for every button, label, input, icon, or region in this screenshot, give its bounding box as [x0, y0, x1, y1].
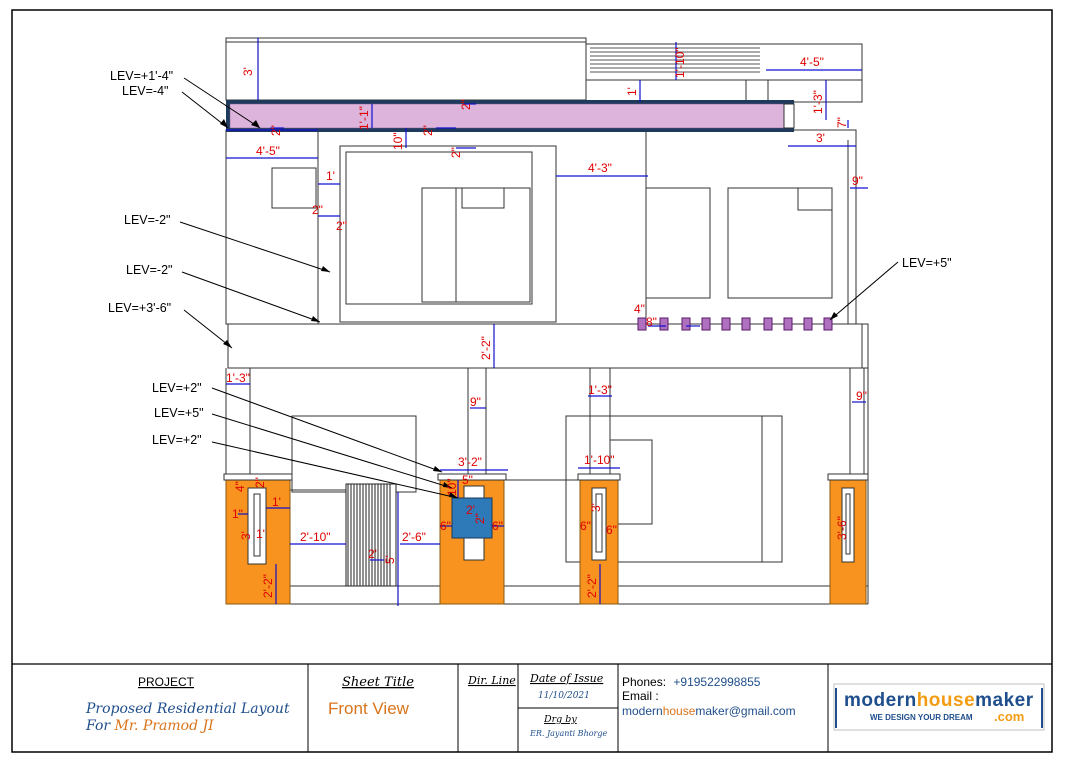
- dim-text: 10": [445, 478, 459, 496]
- level-leaders: [179, 77, 899, 499]
- level-label-5: LEV=+3'-6": [108, 301, 171, 315]
- dimension-texts: 3' 1'-10" 4'-5" 1' 1'-3" 7" 3' 2" 2" 2" …: [226, 47, 867, 598]
- dim-text: 2': [368, 547, 377, 561]
- dim-text: 9": [852, 174, 863, 188]
- drawn-by: ER. Jayanti Bhorge: [529, 729, 607, 738]
- level-label-1: LEV=+1'-4": [110, 69, 173, 83]
- level-label-6: LEV=+5": [902, 256, 952, 270]
- email-label: Email :: [622, 689, 659, 703]
- dim-text: 6": [492, 519, 503, 533]
- dim-text: 4": [233, 481, 247, 492]
- level-label-3: LEV=-2": [124, 213, 170, 227]
- dim-text: 3'-6": [835, 516, 849, 540]
- svg-text:WE DESIGN YOUR DREAM: WE DESIGN YOUR DREAM: [870, 713, 973, 722]
- dim-text: 1': [625, 87, 639, 96]
- dim-text: 9": [856, 389, 867, 403]
- dimension-lines: [226, 38, 868, 606]
- dim-text: 2": [312, 203, 323, 217]
- svg-text:.com: .com: [994, 709, 1024, 724]
- dim-text: 4'-5": [800, 55, 824, 69]
- drg-by-heading: Drg by: [543, 714, 577, 725]
- title-block: PROJECT Proposed Residential Layout For …: [12, 663, 1052, 752]
- dim-text: 8": [646, 315, 657, 329]
- phones-line: Phones: +919522998855: [622, 675, 761, 689]
- project-name: Proposed Residential Layout: [85, 701, 290, 717]
- level-arrows: [220, 119, 838, 498]
- sheet-title: Front View: [328, 699, 410, 718]
- dim-text: 2": [269, 125, 283, 136]
- dim-text: 3': [241, 67, 255, 76]
- sheet-title-heading: Sheet Title: [342, 675, 414, 690]
- dim-text: 1'-3": [811, 90, 825, 114]
- roof-band-cap: [783, 103, 795, 129]
- svg-text:modernhousemaker: modernhousemaker: [844, 690, 1034, 711]
- dim-text: 2': [466, 503, 475, 517]
- dim-text: 1': [272, 495, 281, 509]
- dim-text: 1'-10": [673, 47, 687, 78]
- dim-text: 3'-2": [458, 455, 482, 469]
- dim-text: 5': [383, 555, 397, 564]
- dim-text: 1'-1": [357, 106, 371, 130]
- dim-text: 6": [580, 519, 591, 533]
- dim-text: 1'-3": [226, 371, 250, 385]
- dim-text: 4": [634, 302, 645, 316]
- dim-text: 2'-2": [261, 574, 275, 598]
- level-label-7: LEV=+2": [152, 381, 202, 395]
- dim-text: 3': [816, 131, 825, 145]
- dim-text: 1': [256, 527, 265, 541]
- dim-text: 2": [473, 513, 487, 524]
- dim-text: 2": [449, 147, 463, 158]
- nameplate-box: [451, 497, 493, 539]
- dim-text: 6": [606, 523, 617, 537]
- dim-text: 2": [459, 99, 473, 110]
- sheet-border: [11, 9, 1053, 753]
- main-gate: [345, 483, 397, 587]
- dim-text: 1'-10": [584, 453, 615, 467]
- level-label-2: LEV=-4": [122, 84, 168, 98]
- email-address: modernhousemaker@gmail.com: [622, 704, 796, 718]
- roof-band-purple: [229, 103, 785, 129]
- dim-text: 1'-3": [588, 383, 612, 397]
- dim-text: 2'-6": [402, 530, 426, 544]
- issue-date: 11/10/2021: [538, 691, 590, 701]
- dim-text: 3': [239, 531, 253, 540]
- date-heading: Date of Issue: [529, 672, 604, 685]
- dim-text: 7": [835, 117, 849, 128]
- dim-text: 2": [253, 477, 267, 488]
- dim-text: 9": [470, 395, 481, 409]
- dim-text: 4'-5": [256, 144, 280, 158]
- building-elevation: [225, 37, 869, 605]
- dim-text: 2'-2": [585, 574, 599, 598]
- dim-text: 4'-3": [588, 161, 612, 175]
- level-label-4: LEV=-2": [126, 263, 172, 277]
- dim-text: 2'-2": [479, 336, 493, 360]
- dim-text: 5": [462, 473, 473, 487]
- dim-text: 1": [232, 507, 243, 521]
- dir-line-heading: Dir. Line: [467, 674, 516, 687]
- louvres: [590, 47, 760, 73]
- dim-text: 2": [336, 219, 347, 233]
- pillar-slots: [247, 485, 855, 565]
- decor-bricks: [637, 317, 833, 331]
- dim-text: 2": [421, 125, 435, 136]
- dim-text: 3': [589, 503, 603, 512]
- dim-text: 10": [391, 132, 405, 150]
- company-logo: modernhousemaker WE DESIGN YOUR DREAM .c…: [833, 683, 1045, 731]
- project-heading: PROJECT: [138, 675, 195, 689]
- dim-text: 2'-10": [300, 530, 331, 544]
- dim-text: 6": [440, 519, 451, 533]
- level-label-9: LEV=+2": [152, 433, 202, 447]
- level-label-8: LEV=+5": [154, 406, 204, 420]
- project-client: For Mr. Pramod JI: [85, 718, 214, 734]
- dim-text: 1': [326, 169, 335, 183]
